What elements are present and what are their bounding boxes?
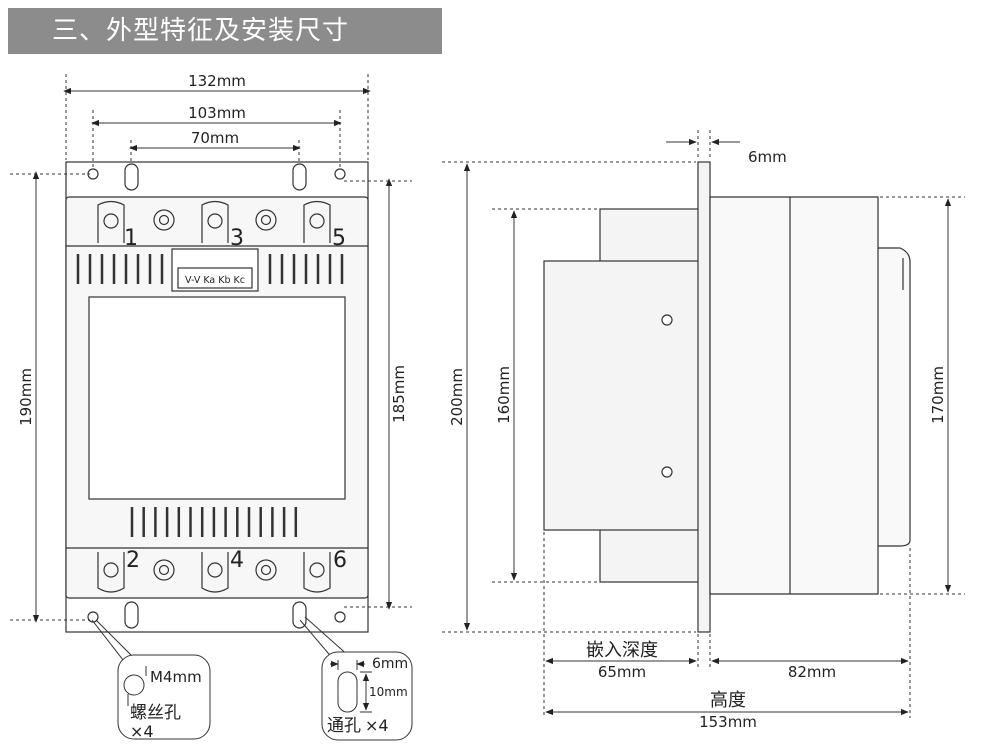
dim-mount-height: 185mm <box>390 365 408 423</box>
screw-hole-name: 螺丝孔 <box>130 703 181 723</box>
terminal-label: 2 <box>126 548 140 573</box>
dim-embed-depth: 65mm <box>598 663 646 681</box>
screw-hole-qty: ×4 <box>130 722 154 741</box>
connector-block <box>171 248 259 292</box>
through-hole-length: 10mm <box>369 685 408 699</box>
dim-overall-height: 190mm <box>17 368 35 426</box>
dim-cover-height: 170mm <box>929 366 947 424</box>
front-view <box>65 161 369 633</box>
screw-hole-size: M4mm <box>150 668 202 686</box>
side-inner-block <box>543 260 711 531</box>
dim-embed-depth-label: 嵌入深度 <box>586 640 658 661</box>
terminal-label: 6 <box>333 548 347 573</box>
section-title: 三、外型特征及安装尺寸 <box>52 16 350 46</box>
front-window <box>88 296 346 500</box>
dim-slot-spacing: 70mm <box>191 129 239 147</box>
connector-label: V-V Ka Kb Kc <box>185 275 245 286</box>
side-flange <box>697 161 711 633</box>
through-hole-width: 6mm <box>372 656 408 672</box>
dim-overall-width: 132mm <box>188 72 246 90</box>
dim-flange-thickness: 6mm <box>748 148 787 166</box>
dim-front-depth: 82mm <box>788 663 836 681</box>
terminal-label: 3 <box>230 226 244 251</box>
section-banner: 三、外型特征及安装尺寸 <box>8 8 442 54</box>
through-hole-qty: ×4 <box>365 716 389 735</box>
vent-slots <box>76 254 344 537</box>
side-cover <box>709 196 911 595</box>
terminal-label: 1 <box>124 226 138 251</box>
dim-total-depth: 153mm <box>699 713 757 731</box>
terminal-label: 5 <box>332 226 346 251</box>
dim-total-height: 200mm <box>448 368 466 426</box>
dim-height-label: 高度 <box>710 690 746 711</box>
dim-body-height: 160mm <box>495 366 513 424</box>
through-hole-name: 通孔 <box>327 716 361 736</box>
screw-hole-callout <box>117 654 211 740</box>
dim-hole-spacing: 103mm <box>188 104 246 122</box>
side-view <box>543 161 911 633</box>
terminal-label: 4 <box>230 548 244 573</box>
